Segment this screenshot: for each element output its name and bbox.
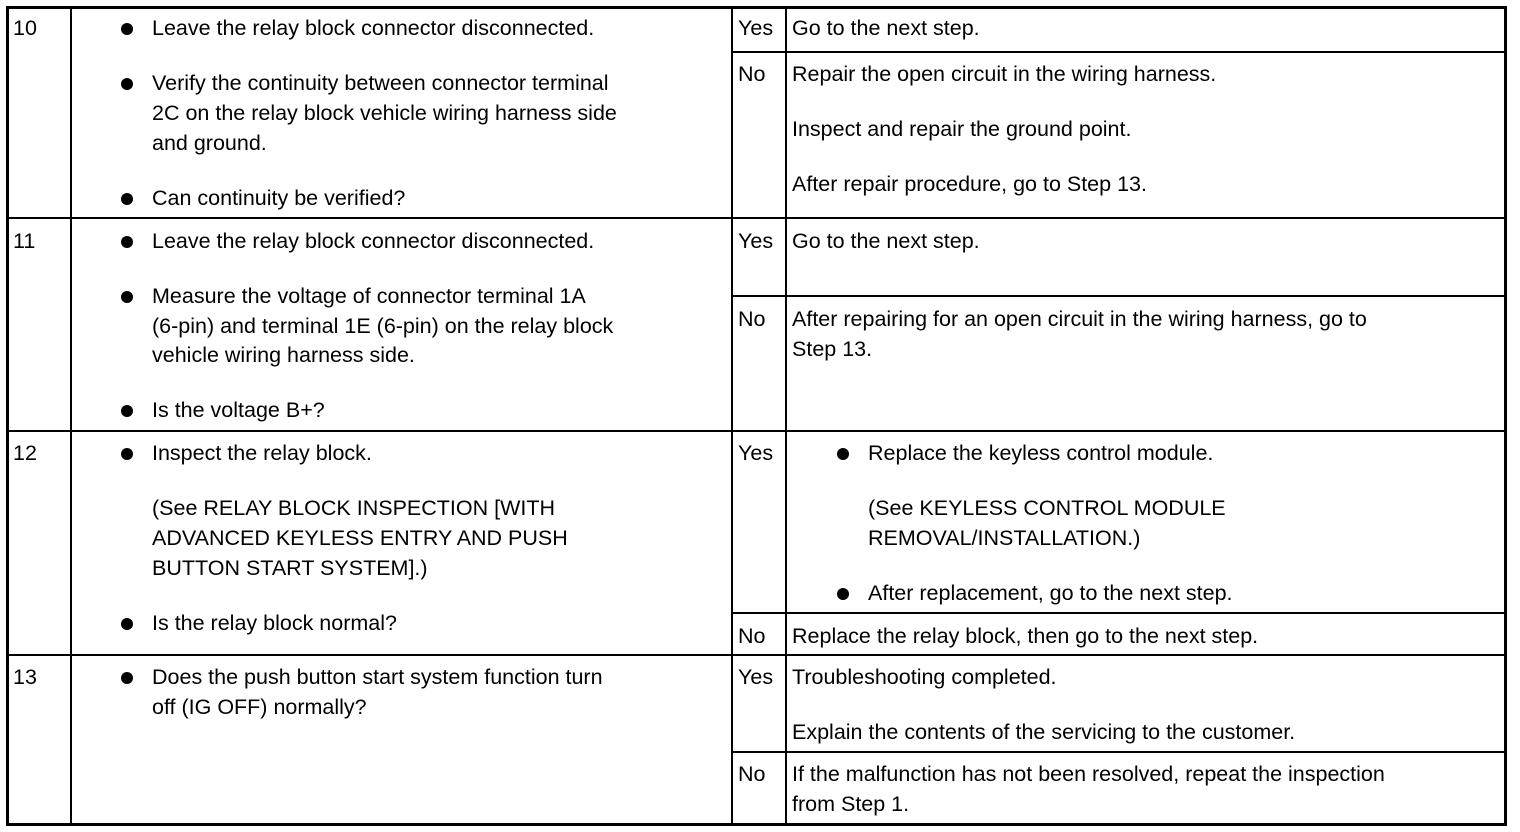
table-border-bottom (6, 823, 1507, 826)
bullet-icon (121, 448, 133, 460)
bullet-icon (837, 588, 849, 600)
no-action: If the malfunction has not been resolved… (792, 762, 1385, 786)
column-divider-check (731, 6, 733, 826)
bullet-icon (121, 405, 133, 417)
row-divider (6, 217, 1507, 219)
check-text: Leave the relay block connector disconne… (152, 229, 595, 253)
yes-action: Go to the next step. (792, 16, 980, 40)
table-border-left (6, 6, 9, 826)
step-number: 11 (13, 229, 36, 253)
check-text: Leave the relay block connector disconne… (152, 16, 595, 40)
bullet-icon (121, 291, 133, 303)
bullet-icon (121, 23, 133, 35)
check-text: vehicle wiring harness side. (152, 343, 415, 367)
yes-label: Yes (738, 441, 774, 465)
table-border-top (6, 6, 1507, 9)
column-divider-result (785, 6, 787, 826)
no-action: After repairing for an open circuit in t… (792, 307, 1367, 331)
bullet-icon (121, 236, 133, 248)
no-label: No (738, 307, 766, 331)
bullet-icon (837, 448, 849, 460)
table-border-right (1504, 6, 1507, 826)
yes-label: Yes (738, 16, 774, 40)
check-text: 2C on the relay block vehicle wiring har… (152, 101, 617, 125)
bullet-icon (121, 193, 133, 205)
row-divider (6, 654, 1507, 656)
yes-reference: REMOVAL/INSTALLATION.) (868, 526, 1141, 550)
no-action: Step 13. (792, 337, 873, 361)
no-label: No (738, 762, 766, 786)
check-text: Is the relay block normal? (152, 611, 397, 635)
check-reference: (See RELAY BLOCK INSPECTION [WITH (152, 496, 556, 520)
yes-no-divider (731, 612, 1507, 614)
step-number: 10 (13, 16, 37, 40)
row-divider (6, 430, 1507, 432)
bullet-icon (121, 672, 133, 684)
yes-label: Yes (738, 229, 774, 253)
bullet-icon (121, 618, 133, 630)
yes-action: Go to the next step. (792, 229, 980, 253)
yes-action: After replacement, go to the next step. (868, 581, 1233, 605)
yes-no-divider (731, 751, 1507, 753)
no-action: After repair procedure, go to Step 13. (792, 172, 1147, 196)
no-label: No (738, 624, 766, 648)
step-number: 12 (13, 441, 37, 465)
check-text: Inspect the relay block. (152, 441, 372, 465)
bullet-icon (121, 78, 133, 90)
no-action: Inspect and repair the ground point. (792, 117, 1132, 141)
check-text: and ground. (152, 131, 267, 155)
check-reference: BUTTON START SYSTEM].) (152, 556, 428, 580)
no-action: Repair the open circuit in the wiring ha… (792, 62, 1217, 86)
yes-action: Troubleshooting completed. (792, 665, 1057, 689)
yes-label: Yes (738, 665, 774, 689)
check-text: Does the push button start system functi… (152, 665, 603, 689)
no-action: Replace the relay block, then go to the … (792, 624, 1259, 648)
yes-no-divider (731, 295, 1507, 297)
check-text: Can continuity be verified? (152, 186, 406, 210)
step-number: 13 (13, 665, 37, 689)
yes-action: Explain the contents of the servicing to… (792, 720, 1296, 744)
check-reference: ADVANCED KEYLESS ENTRY AND PUSH (152, 526, 568, 550)
column-divider-step (70, 6, 72, 826)
no-label: No (738, 62, 766, 86)
yes-action: Replace the keyless control module. (868, 441, 1214, 465)
no-action: from Step 1. (792, 792, 910, 816)
yes-no-divider (731, 51, 1507, 53)
check-text: (6-pin) and terminal 1E (6-pin) on the r… (152, 314, 614, 338)
check-text: off (IG OFF) normally? (152, 695, 367, 719)
check-text: Measure the voltage of connector termina… (152, 284, 586, 308)
check-text: Verify the continuity between connector … (152, 71, 609, 95)
yes-reference: (See KEYLESS CONTROL MODULE (868, 496, 1226, 520)
check-text: Is the voltage B+? (152, 398, 325, 422)
